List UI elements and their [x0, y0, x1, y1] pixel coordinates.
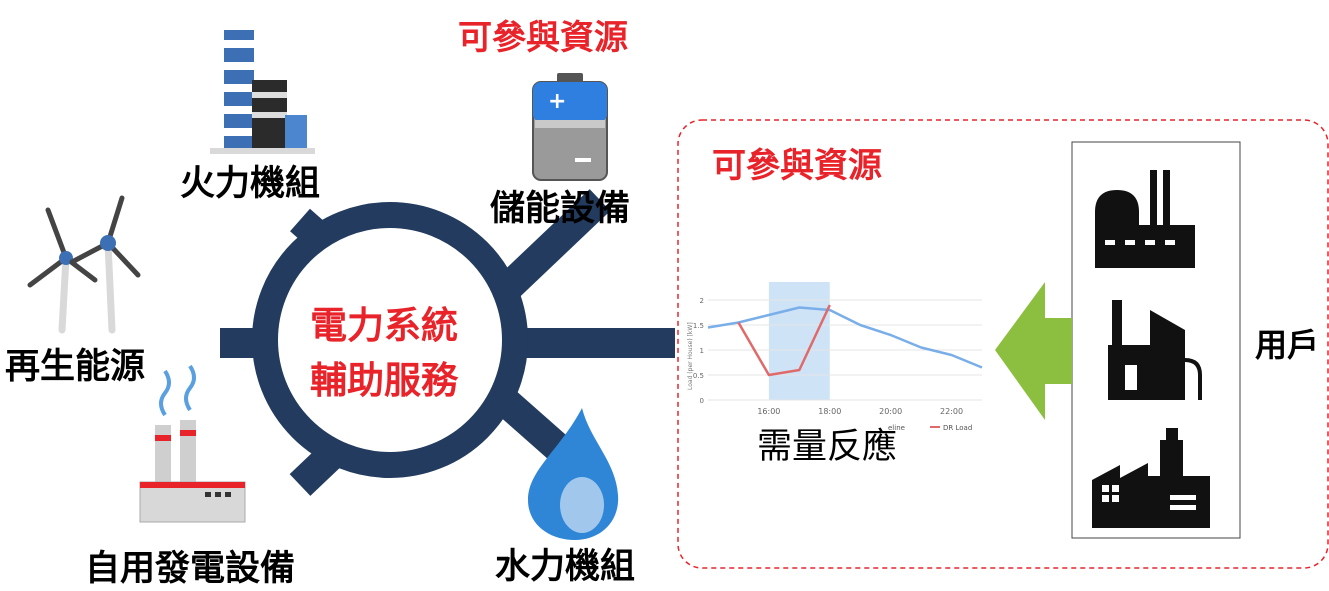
- series-line-baseline: [707, 306, 983, 369]
- hub-ring: [220, 189, 675, 497]
- demand-response-chart: 0 0.5 1 1.5 2 16:00 18:00 20:00 22:00 Load (per H…: [687, 282, 983, 432]
- thermal-plant-icon: [210, 30, 315, 154]
- hub-label-line1: 電力系統: [310, 304, 458, 347]
- hub-label-line2: 輔助服務: [310, 359, 458, 402]
- water-drop-icon: [528, 408, 619, 540]
- cogeneration-label: 自用發電設備: [85, 549, 296, 589]
- series-line-dr-load: [737, 304, 831, 377]
- svg-text:+: +: [548, 89, 566, 114]
- thermal-label: 火力機組: [180, 164, 321, 204]
- customers-label: 用戶: [1255, 326, 1320, 364]
- renewable-label: 再生能源: [5, 347, 146, 387]
- participant-title-box: 可參與資源: [712, 146, 882, 186]
- factory-icon-2: [1108, 300, 1202, 400]
- factory-icon-3: [1092, 428, 1210, 528]
- legend-dr-label: DR Load: [943, 424, 972, 432]
- y-tick-label: 0.5: [693, 372, 704, 380]
- flow-arrow: [995, 282, 1072, 420]
- factory-icon-1: [1095, 170, 1195, 268]
- y-tick-label: 1: [700, 347, 704, 355]
- x-tick-label: 20:00: [879, 407, 902, 416]
- x-tick-label: 16:00: [757, 407, 780, 416]
- y-tick-label: 0: [700, 397, 704, 405]
- demand-response-label: 需量反應: [757, 427, 898, 467]
- hydro-label: 水力機組: [495, 547, 636, 587]
- hub-circle: [252, 202, 528, 478]
- legend-baseline-label: eline: [888, 424, 905, 432]
- y-tick-label: 2: [700, 297, 704, 305]
- participant-box: [677, 119, 1329, 569]
- participant-title-top: 可參與資源: [458, 18, 628, 58]
- storage-label: 儲能設備: [490, 189, 631, 229]
- battery-icon: +: [532, 73, 608, 181]
- y-axis-label: Load (per House) [kW]: [687, 322, 694, 390]
- y-tick-label: 1.5: [693, 322, 704, 330]
- x-tick-label: 18:00: [818, 407, 841, 416]
- cogeneration-plant-icon: [139, 364, 246, 523]
- x-tick-label: 22:00: [940, 407, 963, 416]
- dr-window-band: [768, 282, 830, 400]
- wind-turbine-icon: [27, 195, 141, 334]
